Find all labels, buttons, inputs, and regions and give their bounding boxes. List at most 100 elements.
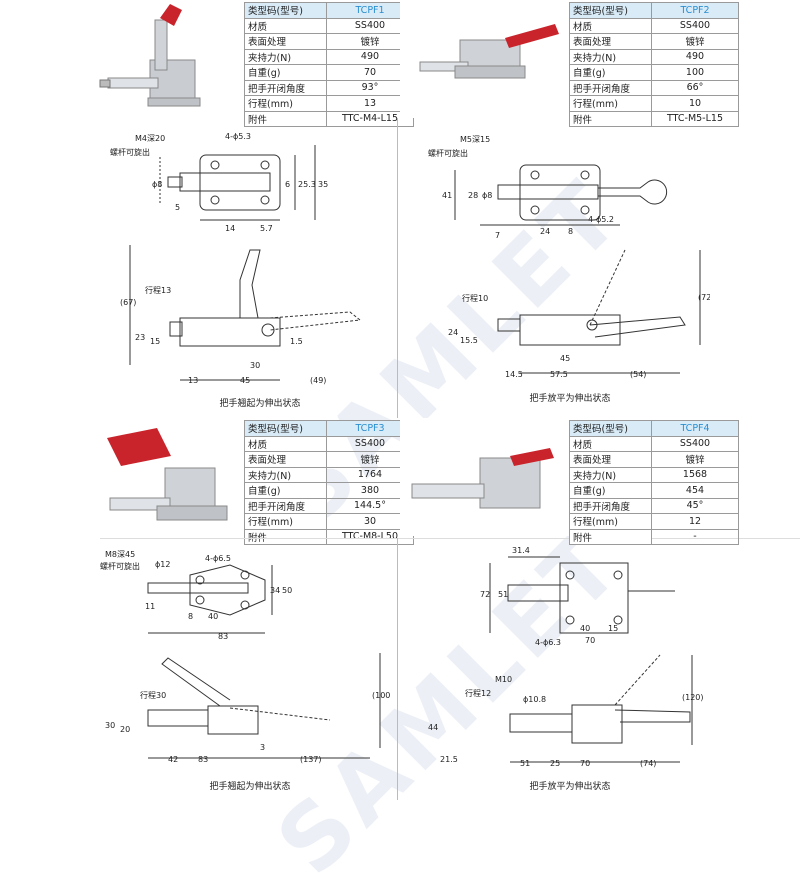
dim-d2: 11 — [145, 602, 155, 611]
dim-d4: 5.7 — [260, 224, 273, 233]
clamp-photo-tcpf3 — [95, 418, 240, 536]
dim-holes: 4-ϕ5.2 — [588, 215, 614, 224]
spec-value: 镀锌 — [651, 451, 739, 468]
dim-h1: (100) — [372, 691, 390, 700]
spec-model: TCPF4 — [651, 420, 739, 437]
spec-key: 表面处理 — [244, 451, 327, 468]
top-view-drawing-tcpf1: M4深20 螺杆可旋出 4-ϕ5.3 ϕ8 5 14 5.7 6 25.3 35 — [110, 132, 328, 233]
dim-d3: 8 — [188, 612, 193, 621]
spec-value: - — [651, 528, 739, 545]
dim-d1: ϕ8 — [152, 180, 162, 189]
dim-d4: 7 — [495, 231, 500, 240]
dim-d1: 41 — [442, 191, 452, 200]
spec-value: 454 — [651, 482, 739, 499]
dim-d7: 35 — [318, 180, 328, 189]
spec-value: SS400 — [651, 435, 739, 452]
dim-h2: 23 — [135, 333, 145, 342]
dim-w3: 45 — [240, 376, 250, 385]
dim-rotate: 螺杆可旋出 — [110, 147, 150, 157]
dim-stroke: 行程10 — [462, 293, 488, 303]
dim-dia: ϕ10.8 — [523, 695, 546, 704]
dim-d5: 24 — [540, 227, 550, 236]
dim-h2: 30 — [105, 721, 115, 730]
spec-key: 行程(mm) — [244, 95, 327, 112]
clamp-illustration-tcpf2 — [419, 24, 559, 79]
dim-d2: 5 — [175, 203, 180, 212]
dim-h1: (67) — [120, 298, 136, 307]
spec-model: TCPF3 — [326, 420, 414, 437]
spec-key: 夹持力(N) — [244, 48, 327, 65]
spec-key: 表面处理 — [244, 33, 327, 50]
dim-d3: 51 — [498, 590, 508, 599]
caption-tcpf2: 把手放平为伸出状态 — [529, 394, 611, 404]
dim-d2: 28 — [468, 191, 478, 200]
spec-key: 夹持力(N) — [569, 48, 652, 65]
side-view-drawing-tcpf4: M10 ϕ10.8 行程12 (120) 44 21.5 51 25 70 (7… — [428, 654, 704, 768]
dim-d5: 6 — [285, 180, 290, 189]
divider — [397, 538, 398, 800]
dim-d6: 70 — [585, 636, 595, 645]
dim-w2: 25 — [550, 759, 560, 768]
dim-thread: M4深20 — [135, 134, 165, 143]
divider — [100, 538, 800, 539]
clamp-illustration-tcpf3 — [107, 428, 228, 521]
dim-d3: 14 — [225, 224, 235, 233]
dim-w3: (137) — [300, 755, 322, 764]
spec-key: 夹持力(N) — [569, 466, 652, 483]
dim-w3: 70 — [580, 759, 590, 768]
dim-stroke: 行程12 — [465, 688, 491, 698]
dim-h4: 1.5 — [290, 337, 303, 346]
dim-h3: 20 — [120, 725, 130, 734]
spec-key: 行程(mm) — [569, 513, 652, 530]
dim-thread: M10 — [495, 675, 512, 684]
dim-w4: (54) — [630, 370, 646, 379]
spec-key: 附件 — [244, 528, 327, 545]
spec-key: 把手开闭角度 — [569, 79, 652, 96]
spec-key: 材质 — [569, 17, 652, 34]
spec-key: 自重(g) — [569, 482, 652, 499]
top-view-drawing-tcpf2: M5深15 螺杆可旋出 4-ϕ5.2 41 28 ϕ8 7 24 8 — [428, 135, 668, 240]
spec-value: 12 — [651, 513, 739, 530]
spec-key: 类型码(型号) — [569, 420, 652, 437]
dim-w2: 14.5 — [505, 370, 523, 379]
dim-w1: 42 — [168, 755, 178, 764]
dim-h4: 3 — [260, 743, 265, 752]
dim-d4: 40 — [208, 612, 218, 621]
dim-h1: (72) — [698, 293, 710, 302]
dim-holes: 4-ϕ5.3 — [225, 132, 251, 141]
dim-holes: 4-ϕ6.3 — [535, 638, 561, 647]
caption-tcpf4: 把手放平为伸出状态 — [529, 782, 611, 792]
clamp-photo-tcpf1 — [0, 0, 236, 118]
dim-d5: 15 — [608, 624, 618, 633]
dim-thread: M8深45 — [105, 550, 135, 559]
dim-w1: 51 — [520, 759, 530, 768]
spec-value: 100 — [651, 64, 739, 81]
spec-key: 表面处理 — [569, 451, 652, 468]
dim-d7: 50 — [282, 586, 292, 595]
spec-key: 类型码(型号) — [244, 420, 327, 437]
dim-h2: 24 — [448, 328, 458, 337]
spec-value: TTC-M4-L15 — [326, 110, 414, 127]
side-view-drawing-tcpf2: 行程10 (72) 24 15.5 45 14.5 57.5 (54) — [448, 249, 710, 379]
spec-value: TTC-M5-L15 — [651, 110, 739, 127]
dim-thread: M5深15 — [460, 135, 490, 144]
spec-key: 材质 — [569, 435, 652, 452]
spec-key: 类型码(型号) — [244, 2, 327, 19]
spec-key: 把手开闭角度 — [244, 497, 327, 514]
caption-tcpf1: 把手翘起为伸出状态 — [219, 399, 301, 409]
spec-model: TCPF2 — [651, 2, 739, 19]
dim-d6: 34 — [270, 586, 280, 595]
spec-value: 镀锌 — [651, 33, 739, 50]
spec-value: 10 — [651, 95, 739, 112]
clamp-illustration-tcpf4 — [411, 448, 554, 509]
dim-rotate: 螺杆可旋出 — [428, 148, 468, 158]
spec-key: 自重(g) — [244, 482, 327, 499]
clamp-photo-tcpf4 — [400, 418, 570, 536]
dim-d3: ϕ8 — [482, 191, 492, 200]
dim-h1: (120) — [682, 693, 704, 702]
spec-key: 行程(mm) — [569, 95, 652, 112]
spec-key: 自重(g) — [244, 64, 327, 81]
